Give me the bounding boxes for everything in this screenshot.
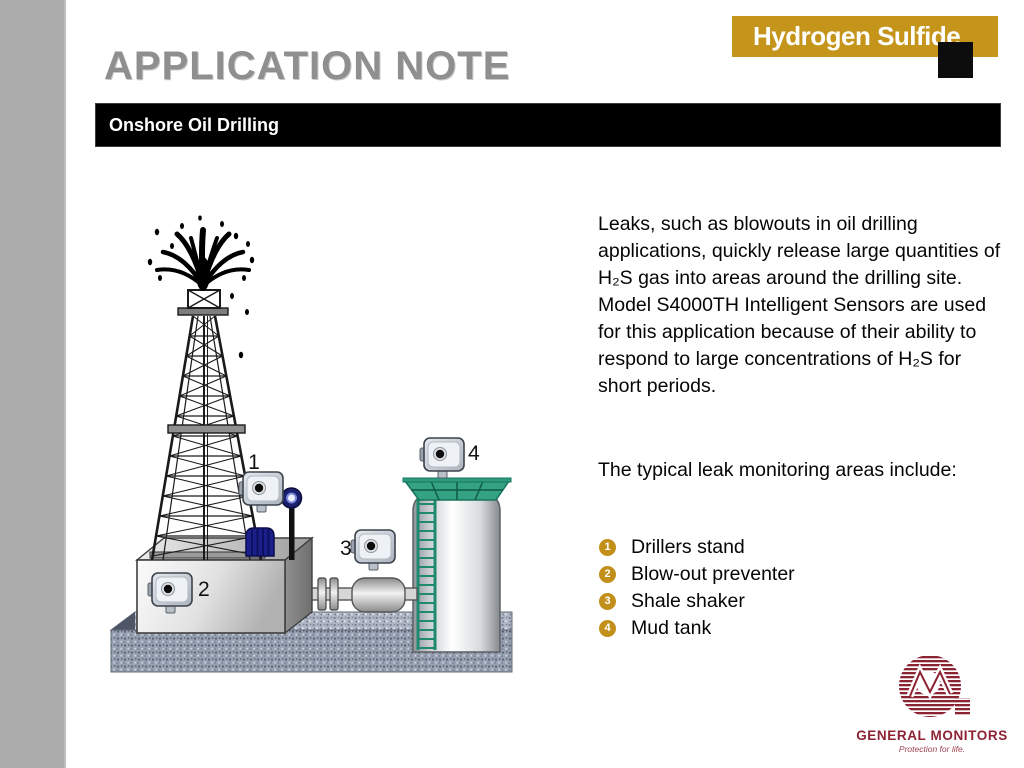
oil-drilling-diagram: 1 2 3 4 <box>95 168 525 678</box>
mud-tank <box>402 477 512 653</box>
bullet-3-icon: 3 <box>599 593 616 610</box>
oil-drilling-illustration: 1 2 3 4 <box>109 215 513 673</box>
banner-label: Hydrogen Sulfide <box>753 21 961 51</box>
section-title-bar: Onshore Oil Drilling <box>95 103 1001 147</box>
monitoring-area-list: 1 Drillers stand 2 Blow-out preventer 3 … <box>599 534 979 642</box>
shale-shaker-body <box>351 577 406 613</box>
list-item-label: Drillers stand <box>631 536 745 558</box>
list-item-label: Blow-out preventer <box>631 563 795 585</box>
list-item-label: Mud tank <box>631 617 712 639</box>
callout-3: 3 <box>340 537 352 560</box>
general-monitors-logo: GENERAL MONITORS Protection for life. <box>852 652 1012 754</box>
gm-logo-mark-icon <box>899 655 970 717</box>
hydrogen-sulfide-banner: Hydrogen Sulfide <box>732 16 998 57</box>
bullet-1-icon: 1 <box>599 539 616 556</box>
oil-droplets <box>147 215 255 359</box>
list-item: 1 Drillers stand <box>599 534 979 561</box>
page-title: APPLICATION NOTE <box>104 44 511 88</box>
tank-top-grate <box>402 477 512 501</box>
list-item: 3 Shale shaker <box>599 588 979 615</box>
derrick-crown-block <box>177 307 229 316</box>
list-intro: The typical leak monitoring areas includ… <box>598 459 957 481</box>
bullet-4-icon: 4 <box>599 620 616 637</box>
list-item: 2 Blow-out preventer <box>599 561 979 588</box>
oil-gusher <box>147 215 255 359</box>
list-item: 4 Mud tank <box>599 615 979 642</box>
bullet-2-icon: 2 <box>599 566 616 583</box>
derrick-mid-platform <box>167 424 246 434</box>
sensor-3-shale-shaker <box>350 529 396 571</box>
left-gray-strip <box>0 0 66 768</box>
gm-logo-tagline: Protection for life. <box>898 744 966 754</box>
warning-light-pole <box>280 487 303 560</box>
tank-ladder <box>416 484 437 650</box>
sensor-1-drillers-stand <box>238 471 284 513</box>
blow-out-preventer <box>245 527 275 557</box>
callout-2: 2 <box>198 578 210 601</box>
oil-derrick <box>150 289 263 561</box>
callout-1: 1 <box>248 451 260 474</box>
section-title: Onshore Oil Drilling <box>109 114 280 135</box>
decorative-black-square <box>938 42 973 78</box>
gm-logo-name: GENERAL MONITORS <box>856 728 1008 743</box>
list-item-label: Shale shaker <box>631 590 745 612</box>
sensor-4-mud-tank <box>419 437 465 479</box>
description-paragraph: Leaks, such as blowouts in oil drilling … <box>598 213 1001 397</box>
mud-pipe <box>290 577 418 613</box>
callout-4: 4 <box>468 442 480 465</box>
